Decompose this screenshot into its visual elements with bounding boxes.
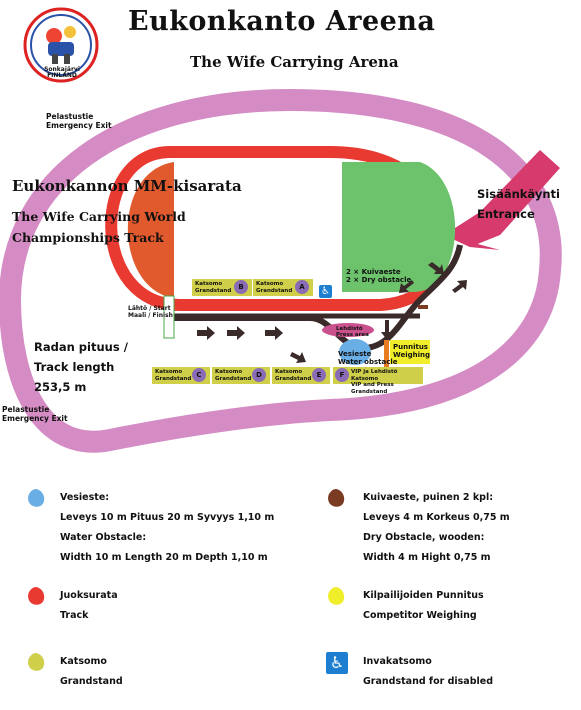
track-legend-en: Track [60,610,89,621]
page-title: Eukonkanto Areena [128,6,436,37]
grandstand-d: Katsomo Grandstand D [212,367,270,384]
wheelchair-icon: ♿ [319,285,332,298]
weighing-box [390,340,430,364]
water-legend-line-3: Width 10 m Length 20 m Depth 1,10 m [60,552,268,563]
page-subtitle: The Wife Carrying Arena [190,53,399,71]
entrance-arrow [444,150,560,247]
dry-legend-line-3: Width 4 m Hight 0,75 m [363,552,491,563]
track-length-label-1: Radan pituus / [34,340,128,354]
grandstand-c-label-en: Grandstand [155,375,192,382]
grandstand-d-letter: D [252,368,266,382]
arena-map [0,88,562,453]
grandstand-f: VIP ja Lehdistö Katsomo VIP and Press Gr… [333,367,423,395]
grandstand-e-label-fi: Katsomo [275,369,303,375]
grandstand-legend-fi: Katsomo [60,656,107,667]
direction-arrows [197,262,467,363]
grandstand-f-label-en: VIP and Press Grandstand [351,382,394,395]
track-subtitle-1: The Wife Carrying World [12,209,186,224]
grandstand-c-label-fi: Katsomo [155,369,183,375]
grandstand-e-letter: E [312,368,326,382]
grandstand-d-label-fi: Katsomo [215,369,243,375]
water-legend-line-1: Leveys 10 m Pituus 20 m Syvyys 1,10 m [60,512,275,523]
dry-legend-title: Kuivaeste, puinen 2 kpl: [363,492,494,503]
emergency-road [0,88,562,453]
grandstand-legend-icon [28,653,45,671]
dry-obstacle-label-en: 2 × Dry obstacle [346,276,412,284]
grandstand-a-letter: A [295,280,309,294]
emergency-exit-top-fi: Pelastustie [46,112,94,121]
dry-legend-line-1: Leveys 4 m Korkeus 0,75 m [363,512,510,523]
dry-obstacle-label-fi: 2 × Kuivaeste [346,268,401,276]
weighing-legend-icon [328,587,345,605]
grandstand-a: Katsomo Grandstand A [253,279,313,296]
logo: Sonkajärvi FINLAND [12,6,110,84]
grandstand-f-label-fi: VIP ja Lehdistö Katsomo [351,369,398,382]
grandstand-b-label-en: Grandstand [195,287,232,294]
press-area [322,323,374,337]
track-length-value: 253,5 m [34,380,87,394]
emergency-exit-top-en: Emergency Exit [46,121,112,130]
track-title: Eukonkannon MM-kisarata [12,177,242,195]
track-legend-fi: Juoksurata [60,590,118,601]
finish-label: Maali / Finish [128,312,173,319]
grandstand-a-label-fi: Katsomo [256,281,284,287]
wheelchair-legend-icon: ♿ [326,652,348,674]
water-legend-icon [28,489,45,507]
press-area-label-en: Press area [336,332,369,338]
right-field [342,162,456,292]
entrance-label-fi: Sisäänkäynti [477,187,560,201]
grandstand-d-label-en: Grandstand [215,375,252,382]
dry-legend-line-2: Dry Obstacle, wooden: [363,532,485,543]
disabled-legend-fi: Invakatsomo [363,656,432,667]
water-obstacle [339,339,371,365]
grandstand-legend-en: Grandstand [60,676,123,687]
track-legend-icon [28,587,45,605]
water-obstacle-label-en: Water obstacle [338,358,398,366]
track-subtitle-2: Championships Track [12,230,164,245]
water-obstacle-label-fi: Vesieste [338,350,372,358]
entrance-label-en: Entrance [477,207,535,221]
logo-text-1: Sonkajärvi [44,66,80,73]
weighing-label-en: Weighing [393,351,431,359]
water-legend-title: Vesieste: [60,492,110,503]
logo-text-2: FINLAND [47,72,77,79]
dry-obstacle-marker [418,305,428,309]
grandstand-f-letter: F [335,368,349,382]
emergency-exit-left-en: Emergency Exit [2,414,68,423]
disabled-legend-en: Grandstand for disabled [363,676,494,687]
grandstand-c-letter: C [192,368,206,382]
start-finish-line [163,295,175,339]
track-length-label-2: Track length [34,360,115,374]
left-field [127,162,174,298]
emergency-exit-left-fi: Pelastustie [2,405,50,414]
water-legend-line-2: Water Obstacle: [60,532,147,543]
grandstand-b-label-fi: Katsomo [195,281,223,287]
grandstand-c: Katsomo Grandstand C [152,367,210,384]
weighing-legend-fi: Kilpailijoiden Punnitus [363,590,484,601]
start-label: Lähtö / Start [128,305,171,312]
dry-legend-icon [328,489,345,507]
grandstand-e: Katsomo Grandstand E [272,367,330,384]
weighing-label-fi: Punnitus [393,343,428,351]
grandstand-b-letter: B [234,280,248,294]
grandstand-e-label-en: Grandstand [275,375,312,382]
weighing-legend-en: Competitor Weighing [363,610,477,621]
grandstand-a-label-en: Grandstand [256,287,293,294]
grandstand-b: Katsomo Grandstand B [192,279,252,296]
press-area-label-fi: Lehdistö [336,326,363,332]
